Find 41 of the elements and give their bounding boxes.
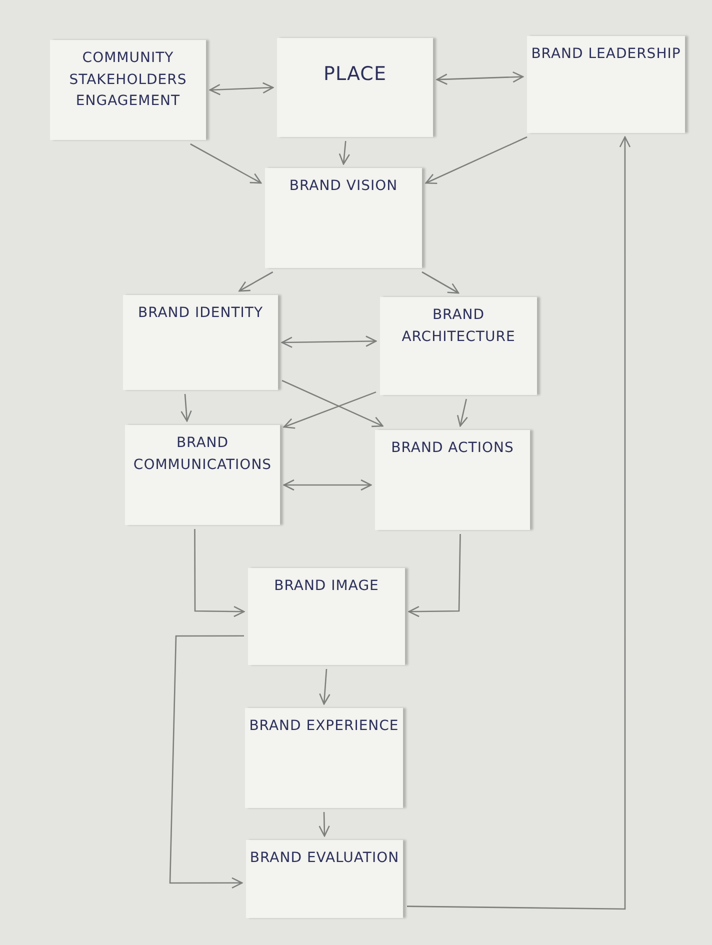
note-card <box>245 708 403 808</box>
arrow <box>180 394 192 422</box>
note-card <box>248 568 405 665</box>
card-label: BRAND IMAGE <box>274 577 379 596</box>
note-card <box>380 297 537 395</box>
arrow <box>281 336 377 348</box>
note-card <box>527 36 685 133</box>
arrow <box>190 143 262 184</box>
arrow <box>319 668 330 705</box>
arrow <box>283 391 376 429</box>
arrow <box>282 380 384 428</box>
card-label: BRAND EVALUATION <box>250 849 400 868</box>
arrow <box>209 82 274 96</box>
arrow <box>436 71 524 85</box>
arrow <box>238 271 274 292</box>
card-label: PLACE <box>324 62 386 87</box>
note-card <box>265 168 422 268</box>
note-card <box>246 840 403 918</box>
arrow <box>422 271 460 294</box>
card-label: BRAND ARCHITECTURE <box>400 306 516 347</box>
arrow <box>408 534 461 618</box>
note-card <box>123 295 278 390</box>
note-card <box>375 430 530 530</box>
arrow <box>318 812 330 837</box>
card-label: BRAND IDENTITY <box>138 304 264 323</box>
arrow <box>169 635 244 889</box>
card-label: COMMUNITY STAKEHOLDERS ENGAGEMENT <box>68 49 188 112</box>
arrow <box>338 140 350 165</box>
note-card <box>125 425 280 525</box>
card-label: BRAND VISION <box>289 177 398 196</box>
card-label: BRAND COMMUNICATIONS <box>132 434 273 475</box>
note-card <box>277 38 433 137</box>
card-label: BRAND LEADERSHIP <box>531 45 681 64</box>
note-card <box>50 40 206 140</box>
arrow <box>425 136 528 184</box>
arrow <box>194 529 245 618</box>
arrow <box>456 398 468 427</box>
arrow <box>283 479 372 491</box>
arrow <box>407 136 631 910</box>
card-label: BRAND ACTIONS <box>391 439 514 458</box>
card-label: BRAND EXPERIENCE <box>249 717 399 736</box>
